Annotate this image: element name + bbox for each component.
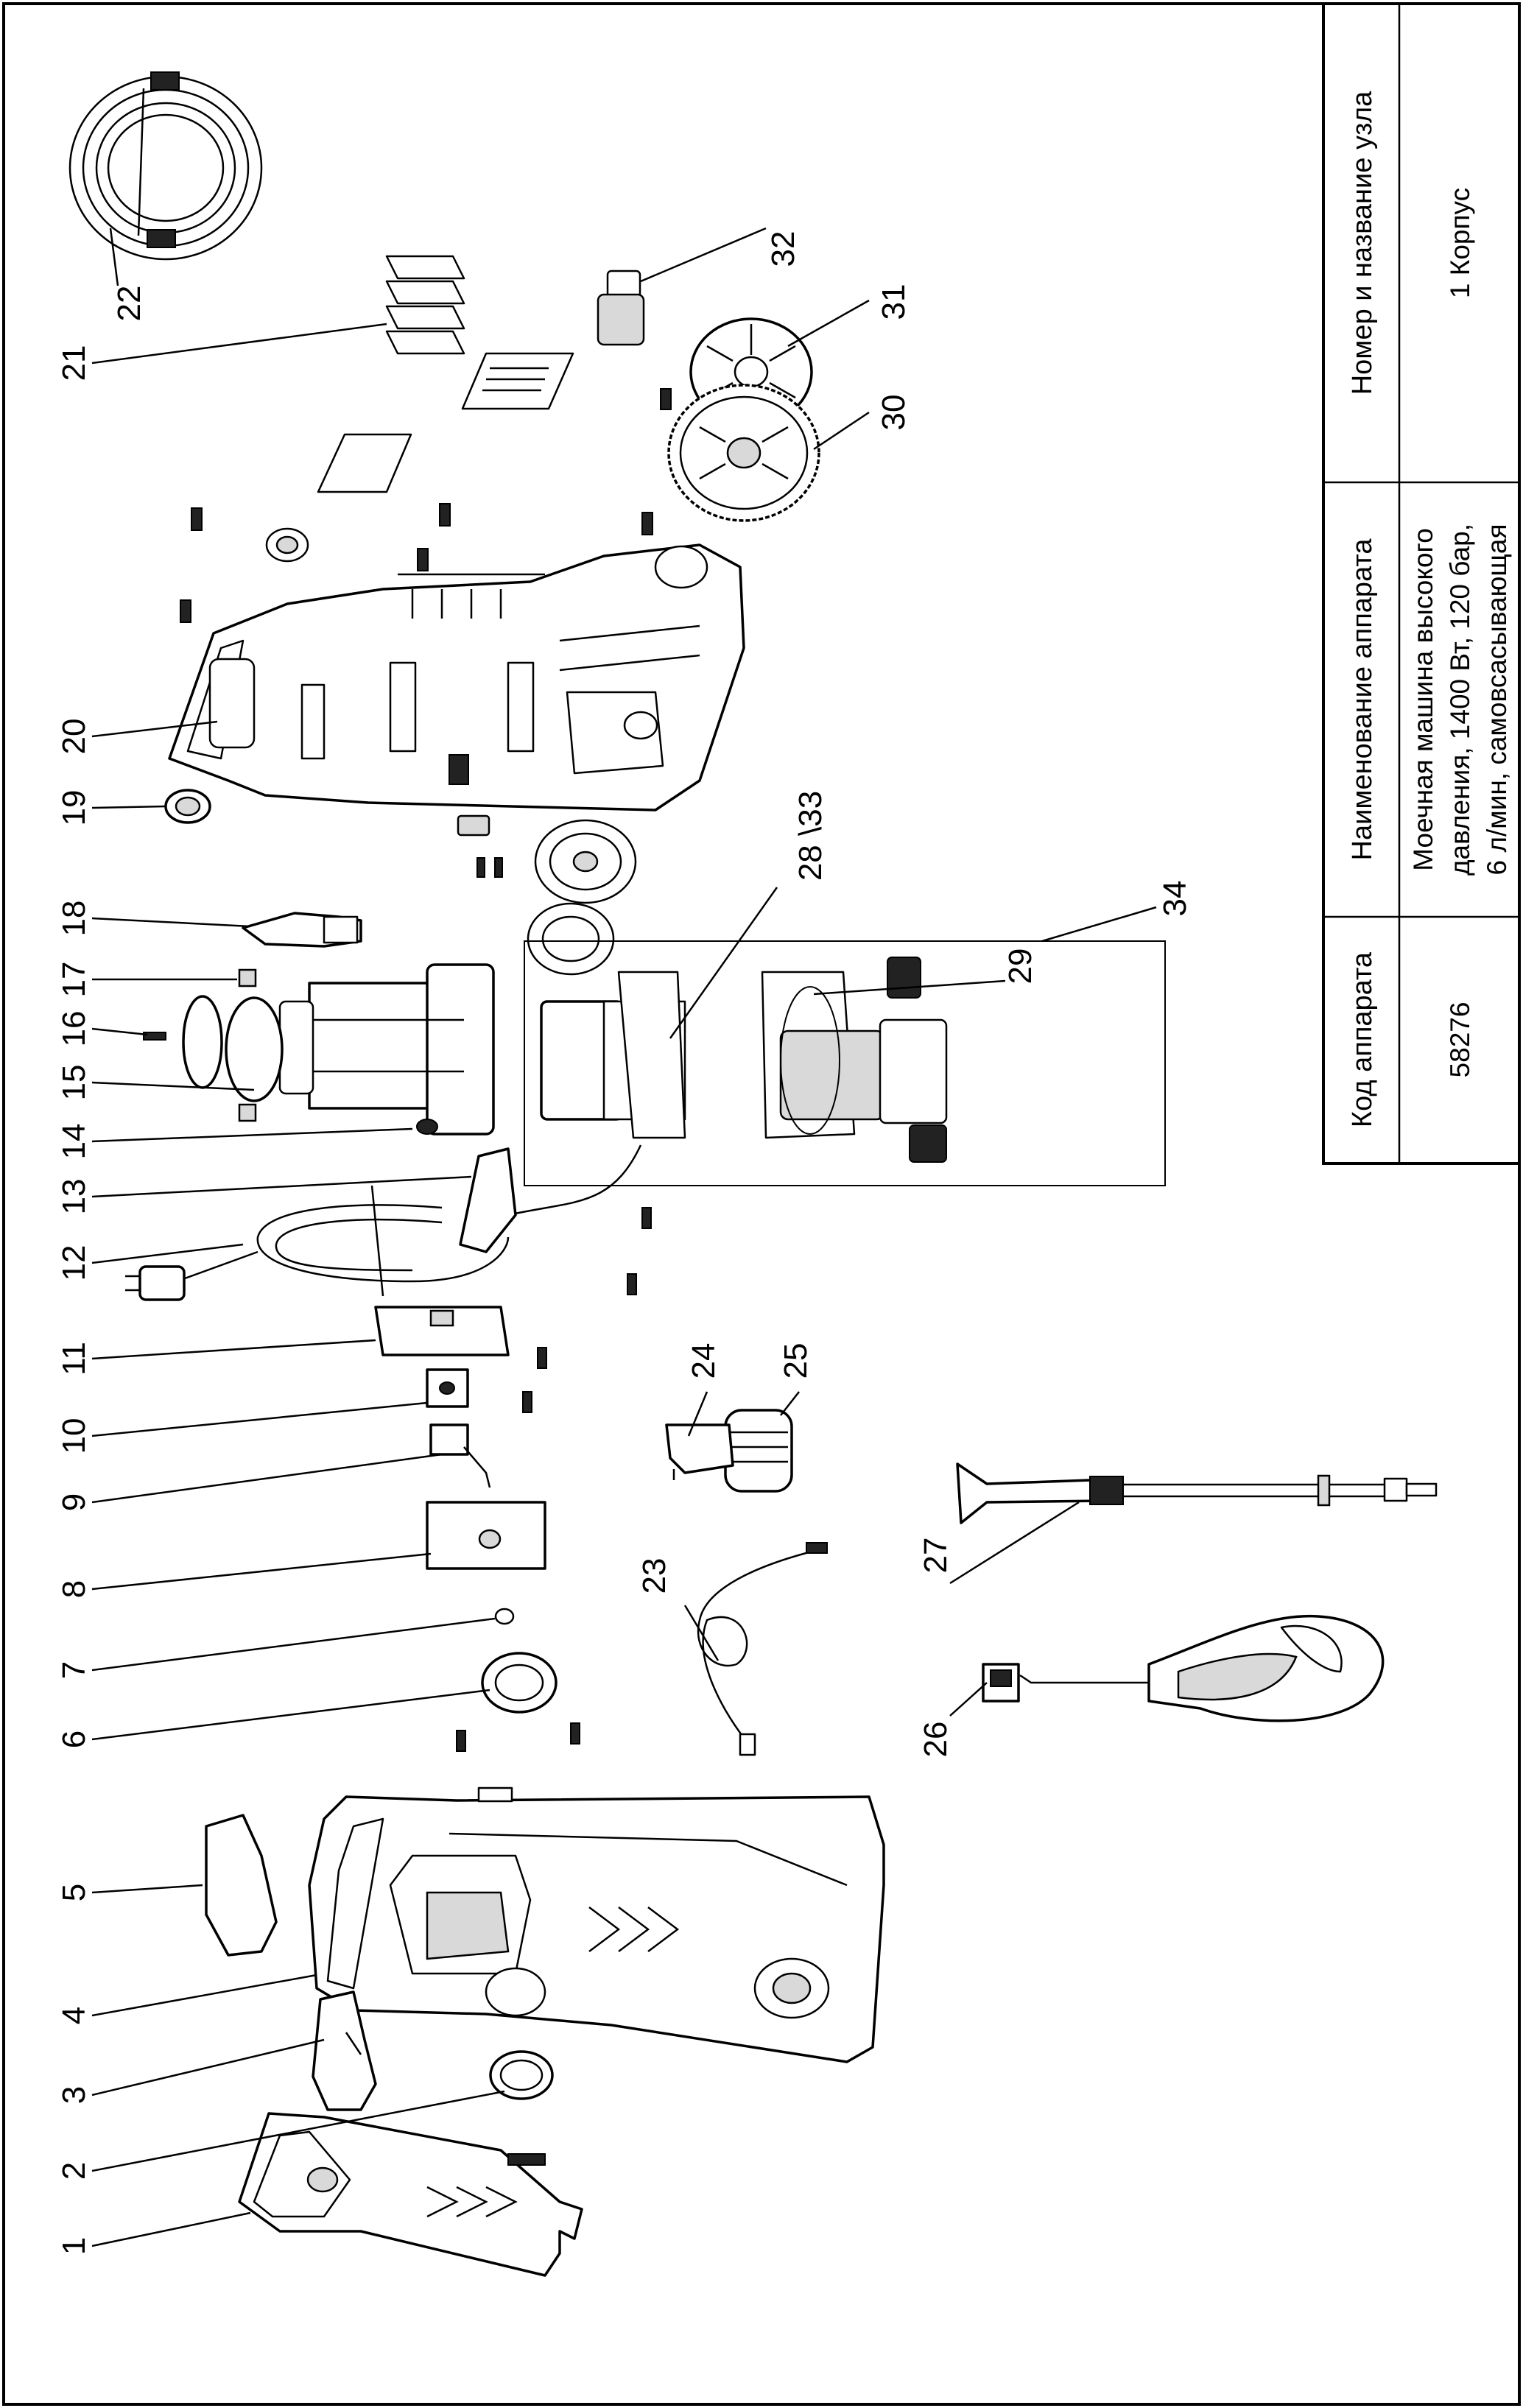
part-2-ring [489, 2050, 554, 2100]
callout-16: 16 [56, 1011, 92, 1047]
part-8-cover [426, 1501, 546, 1570]
label-card-2 [317, 433, 412, 493]
part-12-power-cord [125, 1185, 510, 1301]
callout-labels: 1 2 3 4 5 6 7 8 9 10 11 12 13 14 15 16 1… [56, 231, 1193, 2256]
part-30-wheel [667, 384, 820, 522]
callout-32: 32 [765, 231, 801, 267]
part-7-ring [494, 1608, 515, 1625]
callout-13: 13 [56, 1179, 92, 1215]
callout-34: 34 [1157, 881, 1193, 917]
part-20-base-housing [168, 543, 745, 812]
header-code: Код аппарата [1347, 951, 1378, 1127]
part-1-handle [238, 2112, 583, 2277]
callout-7: 7 [56, 1661, 92, 1679]
value-name-line-1: Моечная машина высокого [1408, 528, 1438, 871]
callout-4: 4 [56, 2007, 92, 2024]
part-6-ring [481, 1652, 558, 1714]
part-19-cap [164, 789, 211, 824]
info-table: Код аппарата Наименование аппарата Номер… [1322, 2, 1521, 1165]
label-card-1 [461, 352, 574, 410]
part-25-bottle [724, 1409, 793, 1493]
part-24-nozzle [665, 1423, 734, 1480]
callout-30: 30 [876, 395, 912, 431]
header-name: Наименование аппарата [1347, 538, 1378, 861]
callout-23: 23 [636, 1558, 672, 1594]
part-16-disc [143, 995, 223, 1089]
part-10-switch [426, 1368, 469, 1408]
part-26-spray-gun [982, 1614, 1385, 1722]
callout-15: 15 [56, 1065, 92, 1101]
part-23-cable [697, 1542, 828, 1756]
callout-24: 24 [686, 1343, 722, 1379]
callout-10: 10 [56, 1418, 92, 1454]
callout-6: 6 [56, 1731, 92, 1748]
callout-27: 27 [918, 1538, 954, 1574]
part-22-hose-coil [68, 71, 263, 261]
value-name-line-3: 6 л/мин, самовсасывающая [1482, 524, 1512, 876]
part-3-holder [312, 1990, 377, 2111]
value-node: 1 Корпус [1445, 188, 1475, 298]
leader-lines [91, 227, 1157, 2247]
part-13-cable-guide [459, 1147, 517, 1253]
callout-20: 20 [56, 719, 92, 755]
callout-22: 22 [111, 286, 147, 322]
callout-14: 14 [56, 1124, 92, 1160]
callout-25: 25 [778, 1343, 814, 1379]
part-18-clip [242, 912, 362, 948]
callout-2: 2 [56, 2162, 92, 2180]
callout-5: 5 [56, 1884, 92, 1901]
part-4-front-housing [308, 1786, 885, 2063]
part-21-clips [385, 255, 465, 355]
part-5-holder [205, 1814, 278, 1957]
part-15-cover [225, 996, 284, 1102]
callout-26: 26 [918, 1722, 954, 1758]
value-code: 58276 [1445, 1002, 1475, 1078]
part-14-motor [278, 963, 495, 1136]
value-name-line-2: давления, 1400 Вт, 120 бар, [1445, 524, 1475, 876]
part-11-switch-box [374, 1306, 510, 1356]
callout-12: 12 [56, 1245, 92, 1281]
part-34-pump-assembly [507, 940, 1166, 1217]
part-27-lance [956, 1462, 1438, 1524]
callout-28-33: 28 \33 [792, 791, 829, 881]
screws-switch [522, 1207, 652, 1413]
callout-17: 17 [56, 962, 92, 998]
part-17-brushes [238, 968, 257, 1122]
screws-mid [457, 814, 503, 878]
callout-21: 21 [56, 345, 92, 381]
callout-29: 29 [1002, 948, 1038, 985]
screws-upper [180, 388, 672, 623]
fan-wheels [527, 819, 637, 976]
callout-3: 3 [56, 2086, 92, 2104]
callout-31: 31 [876, 284, 912, 320]
callout-18: 18 [56, 901, 92, 937]
part-9-microswitch [429, 1423, 491, 1488]
callout-1: 1 [56, 2237, 92, 2255]
callout-19: 19 [56, 790, 92, 826]
callout-9: 9 [56, 1493, 92, 1511]
header-node: Номер и название узла [1347, 91, 1378, 395]
part-32-connector [597, 270, 645, 346]
callout-8: 8 [56, 1580, 92, 1598]
screws-lower [456, 1722, 580, 1752]
callout-11: 11 [56, 1342, 92, 1376]
